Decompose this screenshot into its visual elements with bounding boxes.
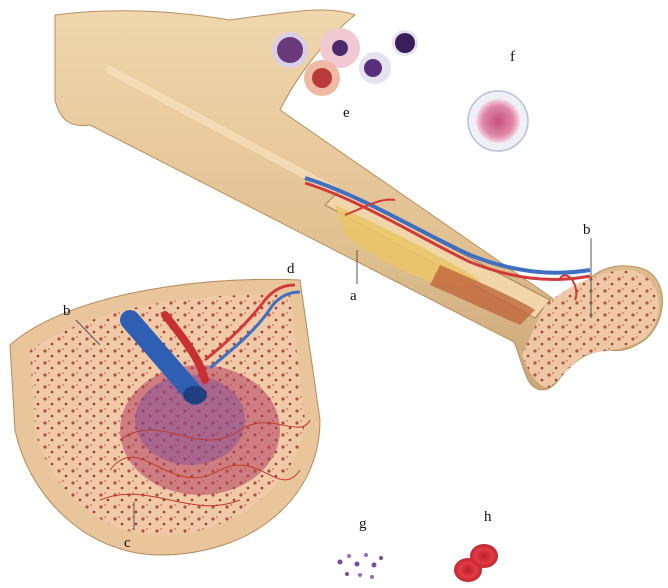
- label-a: a: [350, 289, 357, 304]
- label-b-right: b: [583, 223, 591, 238]
- label-f: f: [510, 50, 515, 65]
- platelets-g: [338, 553, 384, 579]
- label-b-left: b: [63, 304, 71, 319]
- label-h: h: [484, 510, 492, 525]
- red-blood-cells-h: [454, 544, 498, 582]
- label-d: d: [287, 262, 295, 277]
- bone-cross-section: [10, 279, 320, 555]
- label-e: e: [343, 106, 350, 121]
- label-c: c: [124, 536, 131, 551]
- label-g: g: [359, 517, 367, 532]
- stem-cell-f: [468, 91, 528, 151]
